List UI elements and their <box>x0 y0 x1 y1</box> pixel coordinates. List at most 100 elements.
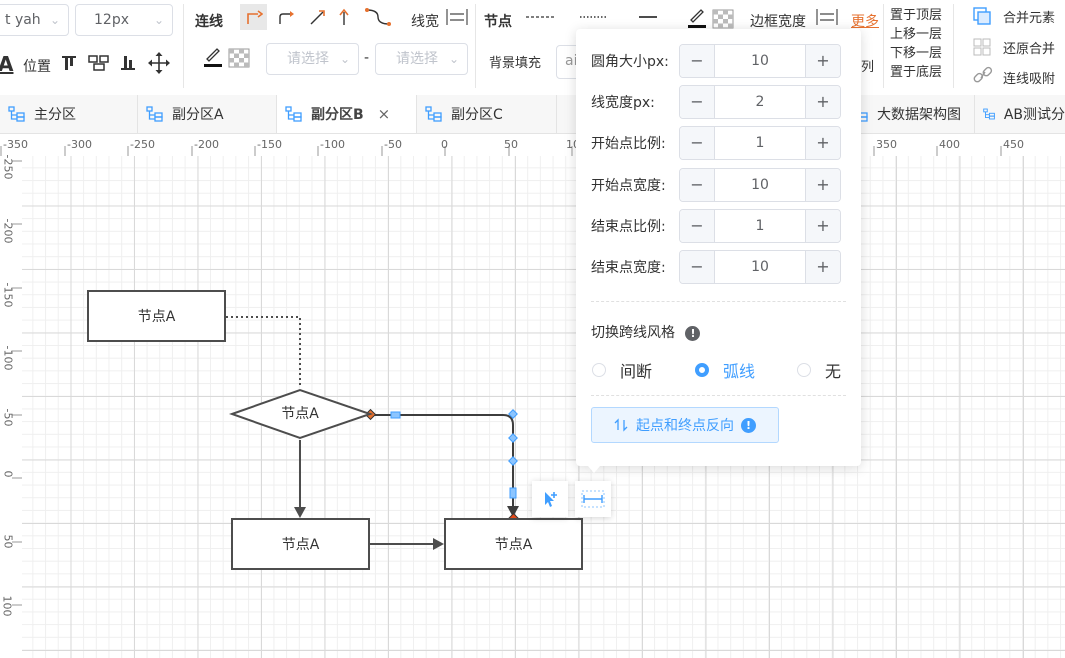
radio-label: 间断 <box>620 362 653 381</box>
start-width-value[interactable]: 10 <box>751 177 769 193</box>
align-center-icon[interactable] <box>88 53 110 73</box>
node-bottom-left[interactable]: 节点A <box>231 518 370 570</box>
cross-style-label: 切换跨线风格 <box>591 325 675 341</box>
chevron-down-icon: ⌄ <box>49 13 60 27</box>
radio-none[interactable]: 无 <box>797 358 841 382</box>
bold-a-icon[interactable]: A <box>0 52 14 76</box>
node-top-left[interactable]: 节点A <box>87 290 226 342</box>
line-width-icon[interactable] <box>445 6 469 28</box>
merge-icon[interactable] <box>972 6 992 26</box>
decrement-button[interactable]: − <box>680 251 715 283</box>
border-width-icon[interactable] <box>815 6 839 28</box>
link-snap-icon[interactable] <box>972 65 994 85</box>
ruler-label: 350 <box>876 138 897 151</box>
line-end-placeholder: 请选择 <box>396 51 438 67</box>
tree-icon <box>425 106 442 122</box>
tab-bigdata[interactable]: 大数据架构图 <box>842 95 975 133</box>
swap-vertical-icon <box>614 418 628 432</box>
solid-border-icon[interactable] <box>632 8 664 26</box>
curve-connector-icon[interactable] <box>362 4 394 30</box>
fill-transparent-icon[interactable] <box>711 8 735 30</box>
line-end-select[interactable]: 请选择 ⌄ <box>375 43 468 75</box>
increment-button[interactable]: + <box>805 210 840 242</box>
radio-dot <box>695 363 709 377</box>
end-width-value[interactable]: 10 <box>751 259 769 275</box>
start-ratio-value[interactable]: 1 <box>755 135 765 151</box>
ruler-label: -200 <box>1 218 15 244</box>
vertical-connector-icon[interactable] <box>332 4 356 30</box>
font-family-select[interactable]: t yah ⌄ <box>0 4 69 36</box>
move-up-layer[interactable]: 上移一层 <box>890 27 943 42</box>
line-width-value[interactable]: 2 <box>755 94 765 110</box>
dashed-border-icon[interactable] <box>524 8 556 26</box>
ruler-label: -100 <box>1 345 15 371</box>
unmerge-button[interactable]: 还原合并 <box>1003 42 1056 57</box>
cursor-plus-icon <box>545 492 557 507</box>
radio-arc[interactable]: 弧线 <box>695 358 755 382</box>
ruler-label: -350 <box>3 138 28 151</box>
decrement-button[interactable]: − <box>680 45 715 77</box>
decrement-button[interactable]: − <box>680 127 715 159</box>
tab-sub-a[interactable]: 副分区A <box>138 95 277 133</box>
close-icon[interactable]: × <box>377 105 391 123</box>
start-ratio-stepper[interactable]: − 1 + <box>679 126 841 160</box>
more-link[interactable]: 更多 <box>851 14 879 30</box>
tab-label: 主分区 <box>34 107 76 123</box>
end-width-stepper[interactable]: − 10 + <box>679 250 841 284</box>
ruler-label: 0 <box>1 470 15 478</box>
increment-button[interactable]: + <box>805 45 840 77</box>
font-size-select[interactable]: 12px ⌄ <box>75 4 173 36</box>
tab-sub-c[interactable]: 副分区C <box>417 95 557 133</box>
border-color-icon[interactable] <box>686 6 708 30</box>
radio-dot <box>592 363 606 377</box>
tab-main[interactable]: 主分区 <box>0 95 138 133</box>
unmerge-icon[interactable] <box>972 37 992 57</box>
connector-snap-button[interactable]: 连线吸附 <box>1003 72 1056 87</box>
ruler-label: 50 <box>1 534 15 549</box>
move-icon[interactable] <box>147 51 171 75</box>
info-icon[interactable]: ! <box>741 417 756 433</box>
tab-ab-test[interactable]: AB测试分 <box>975 95 1065 133</box>
add-label-button[interactable] <box>532 481 568 517</box>
decrement-button[interactable]: − <box>680 169 715 201</box>
tab-sub-b[interactable]: 副分区B × <box>277 95 417 133</box>
move-down-layer[interactable]: 下移一层 <box>890 46 943 61</box>
line-color-icon[interactable] <box>202 45 224 69</box>
align-bottom-icon[interactable] <box>119 53 137 73</box>
end-ratio-value[interactable]: 1 <box>755 218 765 234</box>
decrement-button[interactable]: − <box>680 86 715 118</box>
merge-elements-button[interactable]: 合并元素 <box>1003 11 1056 26</box>
reverse-direction-button[interactable]: 起点和终点反向 ! <box>591 407 779 443</box>
diagram-canvas[interactable] <box>22 156 1065 658</box>
straight-connector-icon[interactable] <box>305 4 329 30</box>
transparent-icon[interactable] <box>227 47 251 69</box>
increment-button[interactable]: + <box>805 127 840 159</box>
node-bottom-right[interactable]: 节点A <box>444 518 583 570</box>
radio-label: 无 <box>825 362 842 381</box>
rounded-connector-icon[interactable] <box>274 4 298 30</box>
edge-width-button[interactable] <box>575 481 611 517</box>
bg-fill-label: 背景填充 <box>489 56 542 71</box>
line-start-select[interactable]: 请选择 ⌄ <box>266 43 359 75</box>
decrement-button[interactable]: − <box>680 210 715 242</box>
bring-to-front[interactable]: 置于顶层 <box>890 8 943 23</box>
line-width-stepper[interactable]: − 2 + <box>679 85 841 119</box>
border-width-label: 边框宽度 <box>750 14 806 30</box>
elbow-connector-icon[interactable] <box>240 4 267 30</box>
align-top-icon[interactable] <box>60 53 78 73</box>
end-ratio-stepper[interactable]: − 1 + <box>679 209 841 243</box>
radio-break[interactable]: 间断 <box>592 358 652 382</box>
tab-label: 大数据架构图 <box>877 107 961 123</box>
info-icon[interactable]: ! <box>685 326 701 341</box>
corner-radius-value[interactable]: 10 <box>751 53 769 69</box>
start-width-label: 开始点宽度: <box>591 178 666 194</box>
increment-button[interactable]: + <box>805 86 840 118</box>
diamond-node-label[interactable]: 节点A <box>281 406 319 422</box>
increment-button[interactable]: + <box>805 169 840 201</box>
corner-radius-stepper[interactable]: − 10 + <box>679 44 841 78</box>
start-width-stepper[interactable]: − 10 + <box>679 168 841 202</box>
dotted-border-icon[interactable] <box>578 8 610 26</box>
increment-button[interactable]: + <box>805 251 840 283</box>
ruler-label: -150 <box>257 138 282 151</box>
send-to-back[interactable]: 置于底层 <box>890 65 943 80</box>
